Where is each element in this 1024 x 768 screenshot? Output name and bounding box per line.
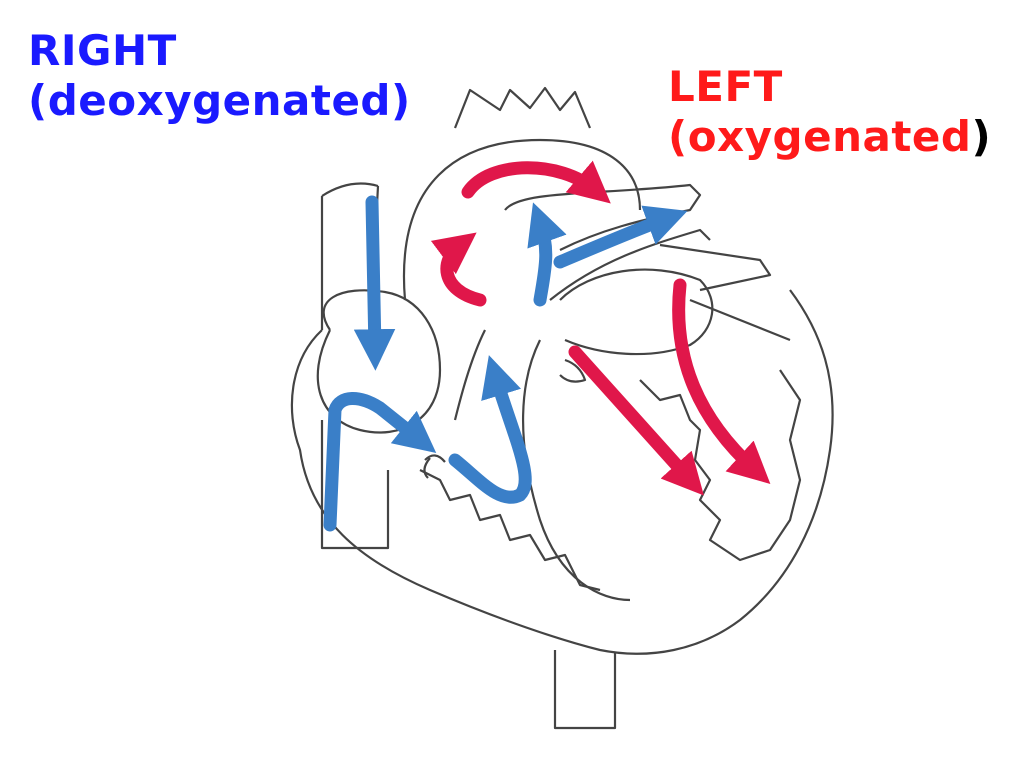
left-subtitle-word: oxygenated xyxy=(687,112,972,161)
arrow-pulmonary-right xyxy=(553,205,688,269)
left-open-paren: ( xyxy=(668,112,688,161)
heart-body xyxy=(290,289,834,730)
tricuspid-valve xyxy=(423,454,446,479)
mitral-valve xyxy=(559,358,587,383)
left-close-paren: ) xyxy=(971,112,992,161)
left-subtitle: (oxygenated) xyxy=(668,112,991,162)
left-atrium xyxy=(559,268,714,356)
pulmonary-artery xyxy=(504,183,711,301)
arrow-aorta-loop xyxy=(430,232,487,307)
left-title: LEFT xyxy=(668,62,783,111)
arrow-ventricle-to-pulmonary xyxy=(448,355,532,504)
inferior-vena-cava xyxy=(320,420,390,550)
left-ventricle-wall xyxy=(639,369,802,562)
aorta-arch xyxy=(402,86,642,301)
arrow-atrium-to-ventricle xyxy=(323,392,437,532)
septum xyxy=(453,329,631,602)
oxygenated-arrows xyxy=(430,160,771,496)
deoxygenated-arrows xyxy=(323,195,688,532)
right-side-label: RIGHT (deoxygenated) xyxy=(28,26,411,126)
right-title: RIGHT xyxy=(28,26,177,75)
left-side-label: LEFT (oxygenated) xyxy=(668,62,991,162)
arrow-left-ventricle xyxy=(568,345,704,496)
arrow-aorta-arch xyxy=(461,160,611,204)
right-subtitle: (deoxygenated) xyxy=(28,76,411,125)
arrow-pulmonary-up xyxy=(527,202,567,307)
pulmonary-veins xyxy=(659,243,791,342)
arrow-vena-cava-down xyxy=(353,195,396,371)
arrow-left-atrium-down xyxy=(672,278,771,484)
right-ventricle-wall xyxy=(419,469,601,592)
